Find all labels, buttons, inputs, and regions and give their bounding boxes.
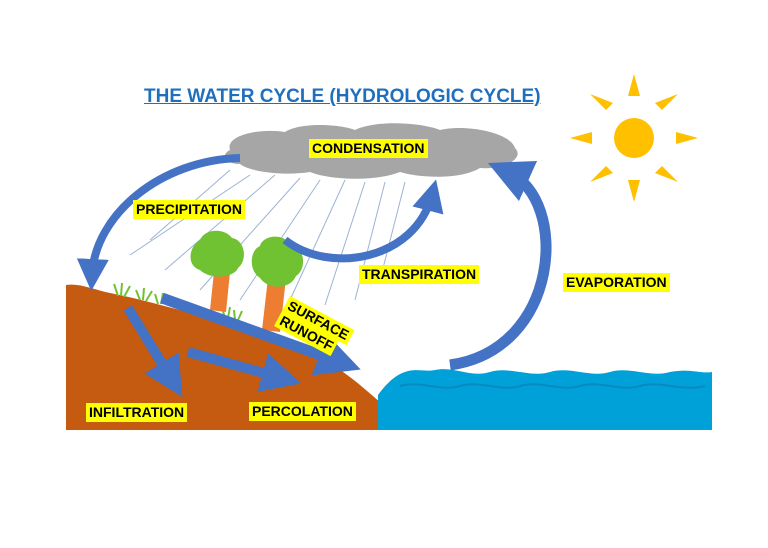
label-precipitation: PRECIPITATION [133, 200, 246, 219]
label-evaporation: EVAPORATION [563, 273, 670, 292]
evaporation-arrow [449, 161, 552, 371]
transpiration-arrow [282, 179, 444, 263]
label-infiltration: INFILTRATION [86, 403, 188, 422]
diagram-title: THE WATER CYCLE (HYDROLOGIC CYCLE) [144, 86, 541, 107]
tree-icon [190, 230, 244, 312]
label-transpiration: TRANSPIRATION [359, 265, 480, 284]
infiltration-arrow [123, 305, 183, 398]
percolation-arrow [186, 347, 302, 392]
label-percolation: PERCOLATION [249, 402, 356, 421]
surface-runoff-arrow [160, 292, 361, 376]
precipitation-arrow [76, 154, 241, 291]
water-wave-line [399, 383, 706, 389]
water-body [378, 369, 712, 430]
sun-icon [570, 74, 698, 202]
label-condensation: CONDENSATION [309, 139, 428, 158]
arrows [76, 154, 552, 398]
